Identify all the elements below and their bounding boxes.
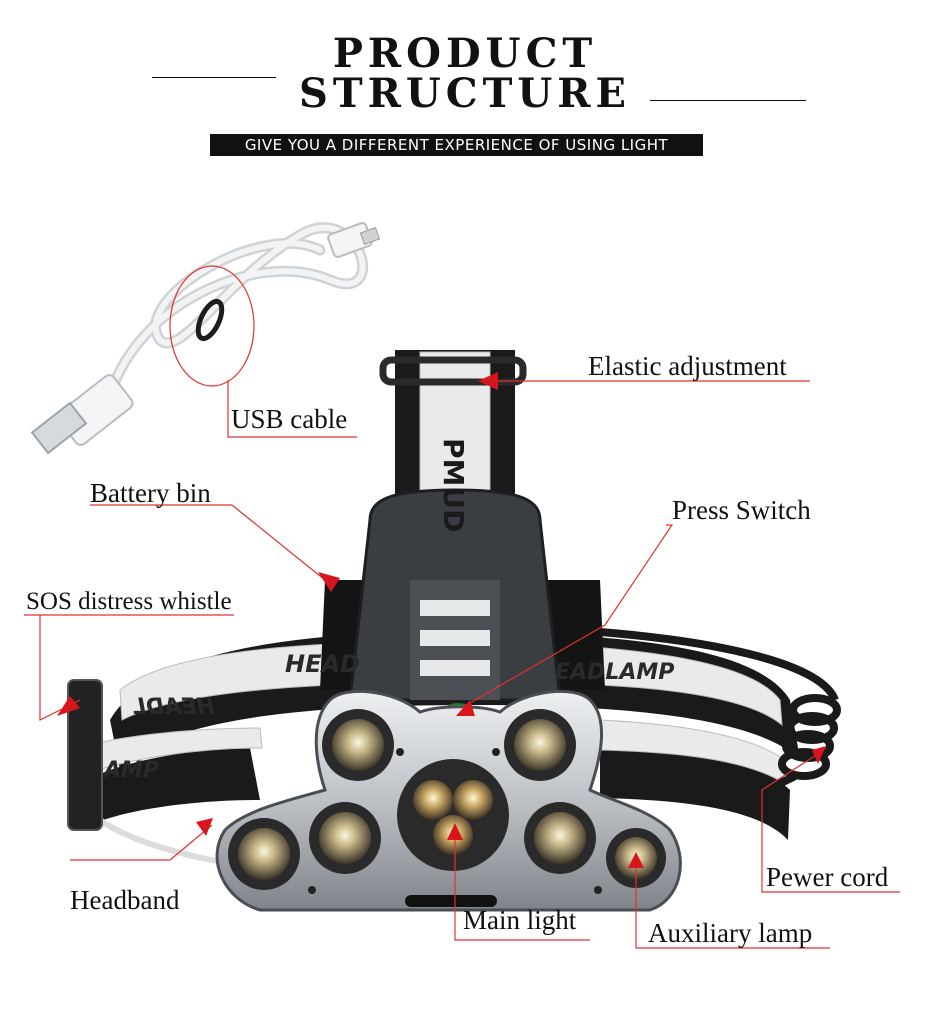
strap-text-band-left: HEADL xyxy=(132,695,215,720)
callout-lines xyxy=(24,380,900,949)
label-elastic-adjustment: Elastic adjustment xyxy=(588,351,787,381)
arrowheads xyxy=(57,372,826,868)
power-cord-illustration xyxy=(599,628,841,804)
arrow-headband xyxy=(196,818,213,836)
title-rule-right xyxy=(650,100,806,101)
lamp-face-illustration xyxy=(215,689,682,912)
arrow-sos xyxy=(57,696,80,716)
strap-text-band-right: EADLAMP xyxy=(555,660,675,685)
label-power-cord: Pewer cord xyxy=(766,862,889,892)
label-press-switch: Press Switch xyxy=(672,495,811,525)
label-auxiliary-lamp: Auxiliary lamp xyxy=(648,918,813,948)
label-main-light: Main light xyxy=(463,905,577,935)
arrow-battery xyxy=(318,572,340,592)
title-rule-left xyxy=(152,77,276,78)
arrow-switch xyxy=(456,700,475,716)
arrow-power-cord xyxy=(812,746,826,764)
arrow-elastic xyxy=(478,372,498,390)
arrow-auxiliary xyxy=(628,852,644,868)
title-line-2: STRUCTURE xyxy=(299,70,631,117)
battery-bin-illustration xyxy=(320,488,605,721)
usb-highlight-circle xyxy=(169,265,255,387)
title-line-1: PRODUCT xyxy=(332,30,598,77)
strap-text-band-center: HEAD xyxy=(285,650,360,678)
arrow-main-light xyxy=(447,823,463,840)
strap-text-top: PMUD xyxy=(437,438,470,533)
subtitle-banner: GIVE YOU A DIFFERENT EXPERIENCE OF USING… xyxy=(210,134,703,156)
label-usb-cable: USB cable xyxy=(231,404,348,434)
label-battery-bin: Battery bin xyxy=(90,478,211,508)
strap-text-band-lower: AMP xyxy=(104,758,160,783)
label-headband: Headband xyxy=(70,885,180,915)
usb-cable-illustration xyxy=(30,222,381,455)
label-sos-whistle: SOS distress whistle xyxy=(26,588,232,615)
